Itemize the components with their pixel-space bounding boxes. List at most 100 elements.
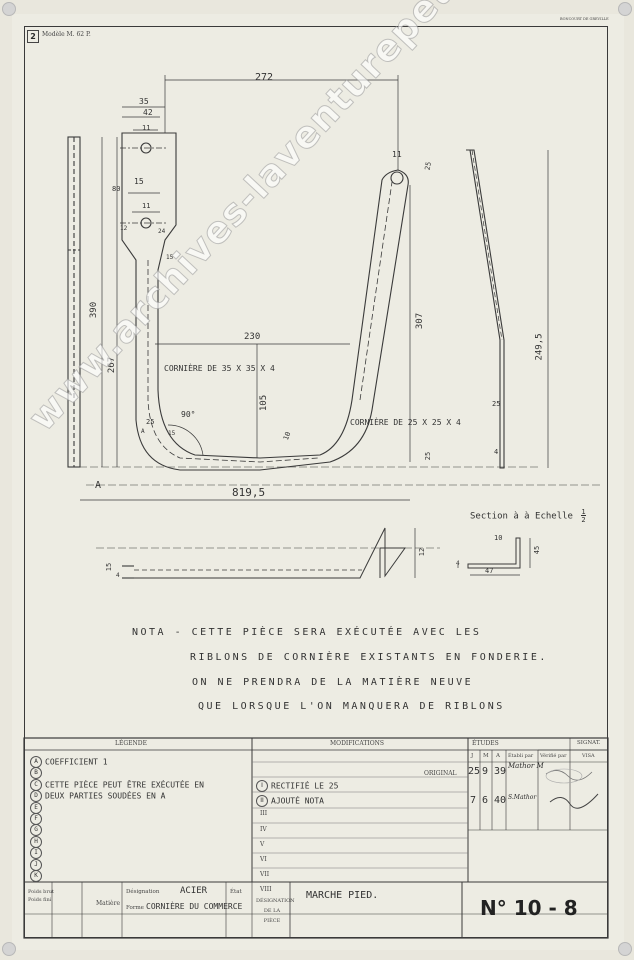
legend-key-f: F: [30, 812, 42, 825]
drawing-sheet: [12, 14, 624, 950]
dim-15d: 15: [105, 562, 114, 572]
mod-text-1: RECTIFIÉ LE 25: [271, 781, 339, 791]
mod-num-2: II: [256, 795, 268, 808]
modifications-title: MODIFICATIONS: [330, 740, 385, 747]
legend-text-c: CETTE PIÈCE PEUT ÊTRE EXÉCUTÉE EN: [45, 780, 204, 790]
etudes-row1-signature: Mathor M: [508, 762, 544, 770]
forme-label: Forme: [126, 905, 144, 911]
mod-row-8: VIII: [260, 886, 272, 894]
nota-line-3: ON NE PRENDRA DE LA MATIÈRE NEUVE: [192, 677, 474, 688]
dim-90-degrees: 90°: [181, 410, 196, 419]
etudes-row1-a: 39: [494, 766, 507, 777]
etudes-header-a: A: [496, 753, 500, 759]
legend-key-c: C: [30, 778, 42, 791]
mod-row-7: VII: [260, 871, 270, 879]
etudes-row1-m: 9: [482, 766, 489, 777]
side-view-right: [466, 149, 505, 469]
dim-25a: 25: [146, 418, 155, 426]
dim-25c: 25: [492, 400, 501, 408]
dim-12b: 12: [418, 547, 427, 557]
forme-value: CORNIÈRE DU COMMERCE: [146, 902, 243, 911]
section-profile: [467, 537, 521, 569]
legend-item-j: J: [30, 858, 250, 871]
sheet-number-box: 2: [27, 30, 39, 43]
legend-item-k: K: [30, 869, 250, 882]
dim-10b: 10: [494, 534, 503, 542]
section-label-text: Section à à Echelle: [470, 511, 573, 522]
section-label: Section à à Echelle 1 2: [470, 508, 586, 524]
mod-num-1: I: [256, 780, 268, 792]
dim-15: 15: [134, 177, 144, 186]
dim-47: 47: [485, 567, 494, 575]
drawing-number: N° 10 - 8: [480, 896, 578, 920]
pin-top-right: [618, 2, 632, 16]
dim-307: 307: [415, 312, 426, 330]
etudes-header-j: J: [471, 753, 474, 759]
dim-105: 105: [259, 394, 270, 412]
dim-24: 24: [158, 228, 166, 235]
nota-line-1: NOTA - CETTE PIÈCE SERA EXÉCUTÉE AVEC LE…: [132, 627, 482, 638]
etat-label: État: [230, 889, 242, 895]
dim-230: 230: [244, 332, 261, 342]
etudes-row2-m: 6: [482, 795, 489, 806]
mod-row-4: IV: [260, 825, 267, 833]
poids-brut-label: Poids brut: [28, 889, 54, 895]
dim-819-5: 819,5: [232, 486, 266, 499]
etudes-header-visa: VISA: [582, 753, 595, 759]
dim-35: 35: [139, 97, 149, 106]
legend-title: LÉGENDE: [115, 740, 147, 747]
legend-item-i: I: [30, 847, 250, 860]
mod-row-3: III: [260, 810, 268, 818]
mod-row-6: VI: [260, 855, 267, 863]
dim-390: 390: [89, 301, 100, 319]
piece-label-3: PIÈCE: [263, 918, 281, 924]
legend-item-h: H: [30, 835, 250, 848]
legend-item-e: E: [30, 801, 250, 814]
legend-text-a: COEFFICIENT 1: [45, 757, 108, 767]
pin-bottom-right: [618, 942, 632, 956]
legend-key-d: D: [30, 790, 42, 803]
dim-4b: 4: [456, 560, 460, 567]
corniere-25-label: CORNIÈRE DE 25 X 25 X 4: [350, 418, 461, 427]
dim-80: 80: [112, 185, 121, 193]
legend-key-b: B: [30, 767, 42, 780]
dim-25d: 25: [424, 451, 433, 461]
dim-249-5: 249,5: [534, 333, 545, 361]
etudes-row2-j: 7: [470, 795, 477, 806]
material-designation: ACIER: [180, 886, 208, 896]
matiere-label: Matière: [96, 900, 121, 907]
etudes-header-verifie: Vérifié par: [540, 753, 567, 759]
nota-line-4: QUE LORSQUE L'ON MANQUERA DE RIBLONS: [198, 701, 505, 712]
legend-key-h: H: [30, 835, 42, 848]
legend-item-g: G: [30, 824, 250, 837]
label-A2: A: [141, 428, 145, 435]
legend-item-b: B: [30, 767, 250, 780]
etudes-row2-a: 40: [494, 795, 507, 806]
piece-name: MARCHE PIED.: [306, 890, 379, 901]
scale-numerator: 1: [581, 508, 586, 516]
piece-designation-label: DÉSIGNATION DE LA PIÈCE: [256, 896, 295, 926]
pin-top-left: [2, 2, 16, 16]
dim-25b: 25: [423, 161, 433, 171]
model-label: Modèle M. 62 P.: [42, 31, 91, 38]
legend-item-f: F: [30, 812, 250, 825]
verified-signatures: [545, 768, 599, 809]
piece-label-1: DÉSIGNATION: [256, 898, 295, 904]
piece-label-2: DE LA: [263, 908, 281, 914]
dim-11a: 11: [142, 124, 151, 132]
legend-key-a: A: [30, 756, 42, 768]
dim-11c: 11: [392, 150, 402, 159]
dim-4: 4: [494, 448, 499, 456]
signature-title: SIGNAT.: [577, 740, 601, 746]
main-piece-outline: [121, 132, 409, 471]
legend-key-i: I: [30, 847, 42, 860]
label-A: A: [95, 480, 102, 491]
etudes-header-etabli: Établi par: [508, 753, 534, 759]
legend-key-k: K: [30, 869, 42, 882]
